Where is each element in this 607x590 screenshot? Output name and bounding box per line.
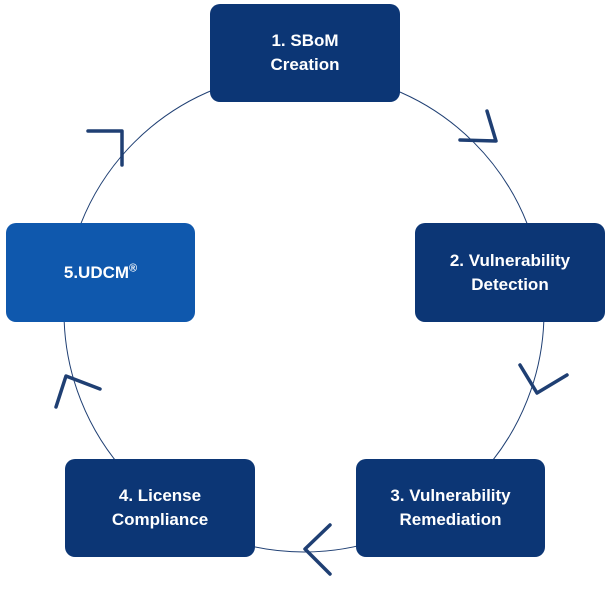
step-udcm: 5.UDCM® bbox=[6, 223, 195, 322]
step-2-title: 2. Vulnerability bbox=[449, 250, 571, 270]
step-license-compliance: 4. License Compliance bbox=[65, 459, 255, 557]
step-1-title: 1. SBoM bbox=[271, 31, 339, 50]
step-3-subtitle: Remediation bbox=[399, 510, 502, 529]
step-5-label: 5.UDCM bbox=[63, 262, 130, 282]
chevron-arrow-icon-4 bbox=[54, 374, 102, 409]
step-1-subtitle: Creation bbox=[270, 55, 340, 74]
registered-mark: ® bbox=[129, 261, 138, 274]
step-3-title: 3. Vulnerability bbox=[390, 486, 511, 505]
step-4-subtitle: Compliance bbox=[111, 510, 209, 529]
step-vulnerability-remediation: 3. Vulnerability Remediation bbox=[356, 459, 545, 557]
step-5-title: 5.UDCM® bbox=[64, 261, 137, 285]
step-vulnerability-detection: 2. Vulnerability Detection bbox=[415, 223, 605, 322]
chevron-arrow-icon-5 bbox=[86, 129, 124, 167]
step-sbom-creation: 1. SBoM Creation bbox=[210, 4, 400, 102]
step-4-title: 4. License bbox=[118, 486, 202, 505]
chevron-arrow-icon-1 bbox=[458, 109, 498, 143]
step-2-subtitle: Detection bbox=[471, 274, 549, 294]
chevron-arrow-icon-2 bbox=[518, 363, 569, 395]
chevron-arrow-icon-3 bbox=[303, 523, 332, 576]
